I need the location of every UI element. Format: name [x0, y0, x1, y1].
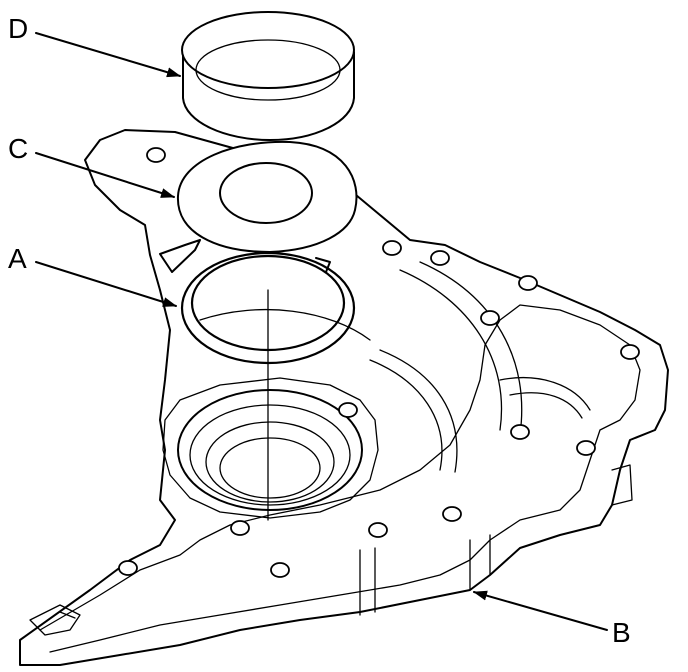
label-c: C [8, 133, 28, 164]
label-d: D [8, 13, 28, 44]
sleeve-part-d [181, 11, 355, 141]
thrust-washer-part-c [159, 140, 358, 273]
label-a: A [8, 243, 27, 274]
label-b: B [612, 617, 631, 648]
snap-ring-part-a [180, 251, 356, 521]
callout-arrows [35, 32, 608, 631]
